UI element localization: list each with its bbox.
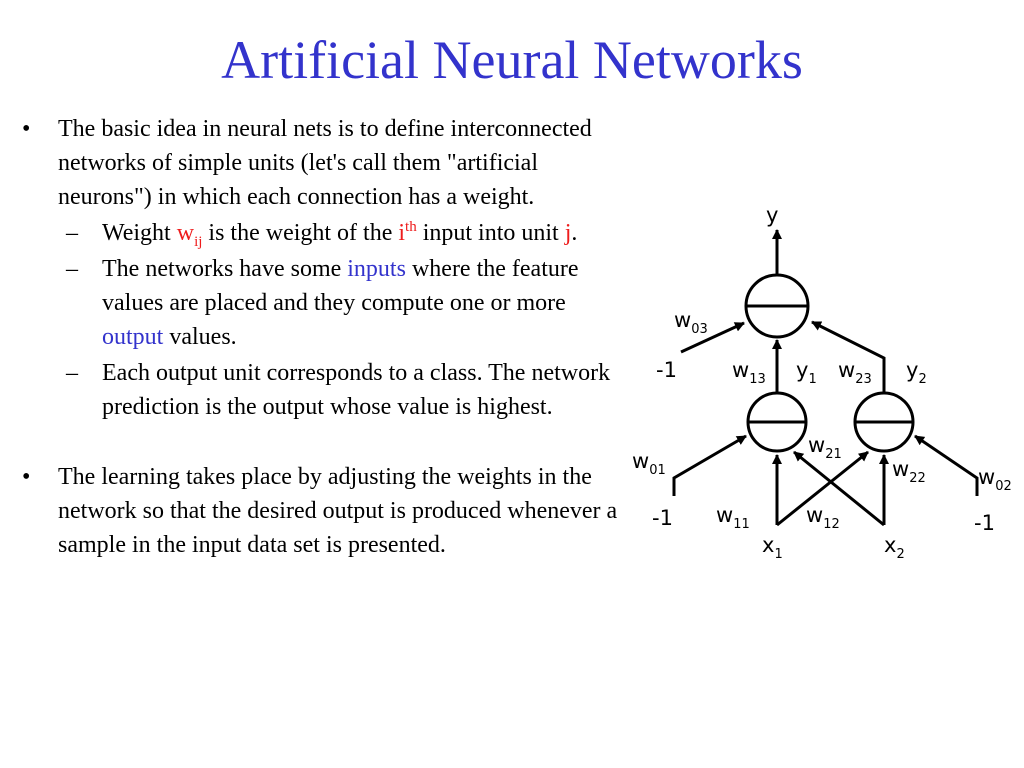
edge-w23 <box>811 320 886 393</box>
label-w23: w23 <box>838 358 872 387</box>
bullet-marker: • <box>22 116 31 142</box>
i-symbol: i <box>398 220 406 246</box>
label-bias-h1: -1 <box>652 506 673 530</box>
bullet-marker: • <box>22 464 31 490</box>
label-x1: x1 <box>762 533 783 562</box>
weight-text-mid: is the weight of the <box>202 220 399 246</box>
label-w11: w11 <box>716 503 750 532</box>
dash-marker: – <box>66 360 78 386</box>
label-bias-output: -1 <box>656 358 677 382</box>
w-symbol: w <box>176 220 195 246</box>
sub-bullet-class: – Each output unit corresponds to a clas… <box>22 356 632 424</box>
bullet-1-text: The basic idea in neural nets is to defi… <box>58 116 592 210</box>
weight-text-pre: Weight <box>102 220 177 246</box>
inputs-text-mid: where the feature values are placed and … <box>102 256 579 316</box>
label-y2: y2 <box>906 358 927 387</box>
w-subscript: ij <box>194 233 203 250</box>
slide-title: Artificial Neural Networks <box>221 30 803 90</box>
bullet-2: • The learning takes place by adjusting … <box>22 460 632 562</box>
label-w02: w02 <box>978 465 1012 494</box>
dash-marker: – <box>66 256 78 282</box>
inputs-text-end: values. <box>163 324 237 350</box>
i-superscript: th <box>405 219 417 235</box>
output-term: output <box>102 324 164 350</box>
neural-network-diagram: y w03 -1 w13 y1 w23 y2 w01 w21 w22 w02 -… <box>632 203 1012 562</box>
label-w03: w03 <box>674 308 708 337</box>
class-text: Each output unit corresponds to a class.… <box>102 360 611 420</box>
label-w21: w21 <box>808 433 842 462</box>
sub-bullet-inputs: – The networks have some inputs where th… <box>22 252 632 354</box>
inputs-text-pre: The networks have some <box>102 256 348 282</box>
label-y: y <box>766 203 778 227</box>
label-bias-h2: -1 <box>974 511 995 535</box>
label-w01: w01 <box>632 449 666 478</box>
edge-w12 <box>793 450 885 527</box>
bullet-1: • The basic idea in neural nets is to de… <box>22 112 632 214</box>
edge-w21 <box>776 450 869 527</box>
inputs-term: inputs <box>347 256 406 282</box>
label-w13: w13 <box>732 358 766 387</box>
edge-w01 <box>672 434 747 496</box>
j-symbol: j <box>564 220 572 246</box>
label-w22: w22 <box>892 457 926 486</box>
weight-text-end: . <box>571 220 578 246</box>
bullet-list: • The basic idea in neural nets is to de… <box>22 112 632 562</box>
edge-w02 <box>914 434 979 496</box>
label-w12: w12 <box>806 503 840 532</box>
bullet-2-text: The learning takes place by adjusting th… <box>58 464 618 558</box>
dash-marker: – <box>66 220 78 246</box>
weight-text-mid2: input into unit <box>416 220 565 246</box>
label-x2: x2 <box>884 533 905 562</box>
edge-w03 <box>680 321 745 354</box>
sub-bullet-weight: – Weight wij is the weight of the ith in… <box>22 216 632 250</box>
label-y1: y1 <box>796 358 817 387</box>
